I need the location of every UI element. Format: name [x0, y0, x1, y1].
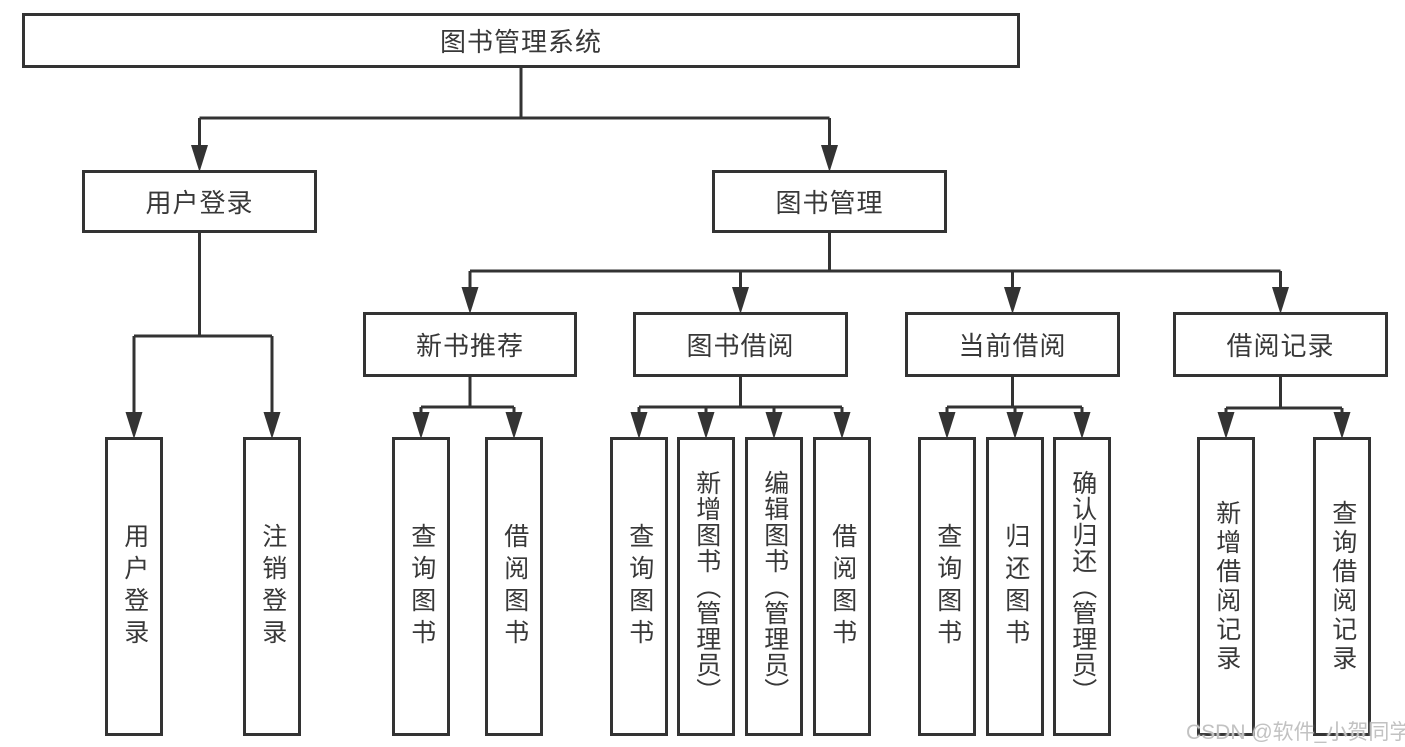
- leaf-confirm-return-admin: 确认归还（管理员）: [1053, 437, 1111, 736]
- node-current-borrowing: 当前借阅: [905, 312, 1120, 377]
- watermark: CSDN @软件_小贺同学: [1186, 721, 1405, 744]
- leaf-logout: 注销登录: [243, 437, 301, 736]
- leaf-user-login: 用户登录: [105, 437, 163, 736]
- leaf-query-books-borrowing: 查询图书: [610, 437, 668, 736]
- leaf-query-borrow-record: 查询借阅记录: [1313, 437, 1371, 736]
- node-new-book-recommend-label: 新书推荐: [415, 331, 524, 361]
- node-borrowing-records-label: 借阅记录: [1226, 331, 1335, 361]
- node-book-management-label: 图书管理: [775, 188, 884, 218]
- leaf-query-books-recommend: 查询图书: [392, 437, 450, 736]
- node-user-login-label: 用户登录: [145, 188, 254, 218]
- leaf-borrow-books: 借阅图书: [813, 437, 871, 736]
- node-book-borrowing-label: 图书借阅: [686, 331, 795, 361]
- leaf-edit-book-admin: 编辑图书（管理员）: [745, 437, 803, 736]
- leaf-add-borrow-record: 新增借阅记录: [1197, 437, 1255, 736]
- node-root-library-system: 图书管理系统: [22, 13, 1020, 68]
- leaf-add-book-admin: 新增图书（管理员）: [677, 437, 735, 736]
- leaf-query-books-current: 查询图书: [918, 437, 976, 736]
- leaf-return-book: 归还图书: [986, 437, 1044, 736]
- node-book-borrowing: 图书借阅: [633, 312, 848, 377]
- arrowheads: [125, 145, 1351, 439]
- node-borrowing-records: 借阅记录: [1173, 312, 1388, 377]
- node-current-borrowing-label: 当前借阅: [958, 331, 1067, 361]
- node-user-login: 用户登录: [82, 170, 317, 233]
- node-root-label: 图书管理系统: [439, 27, 602, 57]
- node-book-management: 图书管理: [712, 170, 947, 233]
- node-new-book-recommend: 新书推荐: [363, 312, 577, 377]
- leaf-borrow-books-recommend: 借阅图书: [485, 437, 543, 736]
